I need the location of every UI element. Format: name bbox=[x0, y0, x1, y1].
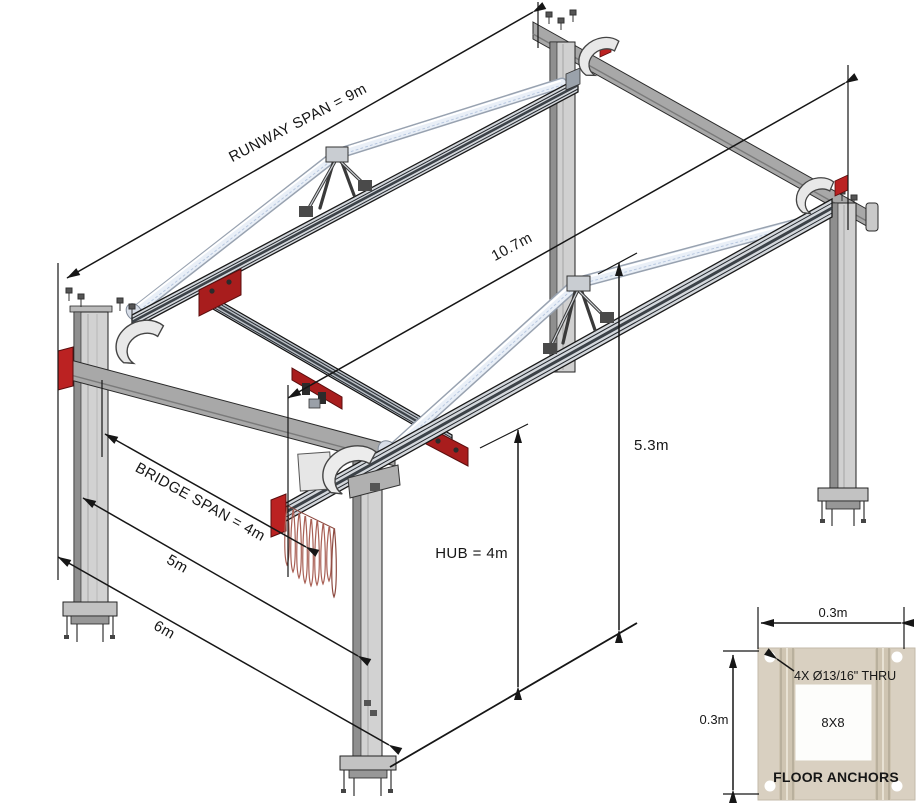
truss-foot bbox=[358, 180, 372, 191]
anchor-hole bbox=[764, 780, 776, 792]
runway-hanger-arch-w bbox=[115, 319, 165, 365]
anchor-hole bbox=[891, 651, 903, 663]
anchor-hole bbox=[764, 651, 776, 663]
dimension-runway-span bbox=[57, 2, 547, 580]
beam-end-cap-red bbox=[57, 346, 74, 391]
column-base-front-right bbox=[339, 755, 397, 796]
label-plate-width: 0.3m bbox=[819, 605, 848, 620]
label-post-size: 8X8 bbox=[821, 715, 844, 730]
truss-foot bbox=[543, 343, 557, 354]
anchor-hole bbox=[891, 780, 903, 792]
hoist-body bbox=[347, 464, 401, 499]
dimension-lines bbox=[57, 2, 859, 768]
runway-rear bbox=[125, 67, 581, 331]
floor-line bbox=[389, 622, 638, 768]
plate-rails bbox=[779, 648, 891, 800]
column-cap-bolts bbox=[65, 287, 136, 317]
label-hub: HUB = 4m bbox=[435, 545, 508, 562]
dimension-6m bbox=[57, 556, 403, 755]
label-6m: 6m bbox=[151, 617, 178, 642]
column-base-front-left bbox=[62, 601, 118, 642]
runway-end-stop bbox=[834, 174, 849, 197]
header-end-plate bbox=[865, 202, 879, 232]
detail-dim-width bbox=[757, 607, 914, 649]
truss-apex-plate bbox=[325, 146, 349, 163]
column-front-right bbox=[339, 457, 397, 796]
dimension-hub bbox=[479, 423, 529, 700]
truss-foot bbox=[600, 312, 614, 323]
detail-dim-depth bbox=[723, 650, 759, 803]
festoon-cable-loops bbox=[284, 504, 337, 599]
floor-anchor-detail: 0.3m 0.3m 4X Ø13/16" THRU 8X8 FLOOR ANCH… bbox=[700, 605, 916, 803]
label-detail-caption: FLOOR ANCHORS bbox=[773, 769, 899, 785]
label-diagonal: 10.7m bbox=[489, 229, 536, 265]
runway-end-cap-red bbox=[270, 493, 287, 538]
column-clamp bbox=[370, 710, 377, 716]
hole-leader-arrow bbox=[764, 648, 795, 672]
column-clamp bbox=[364, 700, 371, 706]
label-plate-depth: 0.3m bbox=[700, 712, 729, 727]
truss-apex-plate bbox=[566, 275, 591, 292]
label-hole-note: 4X Ø13/16" THRU bbox=[794, 669, 896, 683]
label-height: 5.3m bbox=[634, 437, 669, 454]
rear-header-beam bbox=[532, 9, 879, 232]
label-5m: 5m bbox=[164, 551, 191, 576]
column-base-rear-right bbox=[817, 487, 869, 526]
column-rear-right bbox=[817, 202, 869, 526]
truss-foot bbox=[299, 206, 313, 217]
post-cross-section bbox=[794, 683, 873, 762]
dimension-height bbox=[597, 252, 638, 643]
runway-hanger-arch-ne bbox=[578, 36, 620, 77]
label-bridge-span: BRIDGE SPAN = 4m bbox=[132, 459, 268, 545]
